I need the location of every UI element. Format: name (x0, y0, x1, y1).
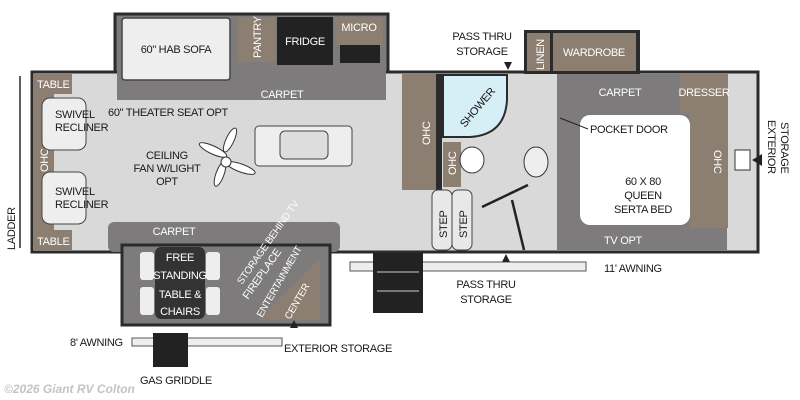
carpet-top-label: CARPET (261, 89, 304, 101)
step-1-label: STEP (438, 210, 450, 238)
bath-wall (436, 74, 442, 194)
arrow-icon (504, 62, 512, 70)
stove (340, 45, 380, 63)
pass-thru-top-line1: PASS THRU (452, 31, 512, 43)
arrow-icon (502, 254, 510, 262)
micro-label: MICRO (341, 22, 377, 34)
awning-8 (131, 337, 283, 347)
table-bottom (34, 230, 72, 250)
chair (140, 287, 154, 315)
arrow-icon (752, 154, 762, 166)
theater-seat-label: 60" THEATER SEAT OPT (108, 107, 229, 119)
exterior-storage-bottom-label: EXTERIOR STORAGE (284, 343, 392, 355)
fridge-label: FRIDGE (285, 36, 325, 48)
gas-griddle-icon (153, 333, 188, 367)
recliner-2-line2: RECLINER (55, 199, 109, 211)
gas-griddle-label: GAS GRIDDLE (140, 375, 212, 387)
table-top (34, 74, 72, 94)
wardrobe-label: WARDROBE (563, 47, 625, 59)
pocket-door-label: POCKET DOOR (590, 124, 668, 136)
awning-8-label: 8' AWNING (70, 337, 123, 349)
awning-11 (349, 261, 587, 272)
free-standing-line2: STANDING (153, 270, 207, 282)
step-2-label: STEP (458, 210, 470, 238)
bed (580, 115, 690, 225)
pass-thru-top-line2: STORAGE (456, 46, 508, 58)
table-top-label: TABLE (37, 79, 70, 91)
sink-icon (279, 130, 329, 160)
exterior-storage-right-line1: EXTERIOR (765, 120, 777, 174)
table-bottom-label: TABLE (37, 236, 70, 248)
entry-door (510, 199, 526, 251)
recliner-1-line1: SWIVEL (55, 109, 95, 121)
wardrobe (553, 33, 636, 71)
free-standing-line1: FREE (166, 252, 194, 264)
step-2 (451, 189, 473, 251)
hab-sofa-label: 60" HAB SOFA (141, 44, 213, 56)
shower (442, 74, 508, 138)
recliner-1-line2: RECLINER (55, 122, 109, 134)
exterior-storage-right-line2: STORAGE (778, 122, 790, 174)
dresser (680, 74, 728, 114)
linen-label: LINEN (535, 39, 547, 70)
pantry-label: PANTRY (252, 15, 264, 58)
entertainment-center (258, 258, 320, 320)
fan-line1: CEILING (146, 150, 188, 162)
recliner-2-line1: SWIVEL (55, 186, 95, 198)
bed-line1: 60 X 80 (625, 176, 661, 188)
bath-sink-icon (523, 146, 549, 178)
entry-steps (373, 253, 423, 313)
free-standing-line4: CHAIRS (160, 306, 200, 318)
exterior-storage-right (734, 149, 751, 171)
bed-line3: SERTA BED (614, 204, 672, 216)
ohc-bath-2-label: OHC (447, 151, 459, 175)
ladder-label: LADDER (6, 207, 18, 250)
pass-thru-bottom-line1: PASS THRU (456, 279, 516, 291)
swivel-recliner (41, 171, 87, 225)
swivel-recliner (41, 97, 87, 151)
ceiling-fan-icon (198, 127, 256, 187)
bath-ohc-2 (443, 142, 461, 187)
watermark: ©2026 Giant RV Colton (4, 382, 135, 396)
hab-sofa (121, 17, 231, 81)
ohc-bath-1-label: OHC (421, 121, 433, 145)
carpet-bed-label: CARPET (599, 87, 642, 99)
pass-thru-bottom-line2: STORAGE (460, 294, 512, 306)
dinette-table (155, 247, 205, 319)
pantry (238, 17, 275, 62)
linen (527, 33, 550, 71)
bed-ohc (690, 114, 728, 228)
carpet-bottom-label: CARPET (153, 226, 196, 238)
ohc-front-label: OHC (39, 148, 51, 172)
free-standing-line3: TABLE & (159, 289, 202, 301)
bed-line2: QUEEN (624, 190, 662, 202)
fan-line3: OPT (156, 176, 178, 188)
toilet-icon (459, 146, 485, 174)
fridge (277, 17, 333, 65)
microwave (335, 17, 383, 45)
ohc-bed-label: OHC (711, 150, 723, 174)
awning-11-label: 11' AWNING (604, 263, 662, 275)
arrow-icon (290, 320, 298, 328)
fan-line2: FAN W/LIGHT (134, 163, 202, 175)
bath-ohc (402, 74, 436, 190)
chair (140, 252, 154, 280)
dresser-label: DRESSER (678, 87, 729, 99)
chair (206, 287, 220, 315)
chair (206, 252, 220, 280)
tv-opt-label: TV OPT (604, 235, 643, 247)
pocket-door-leader (559, 117, 589, 130)
bath-door (481, 183, 529, 209)
